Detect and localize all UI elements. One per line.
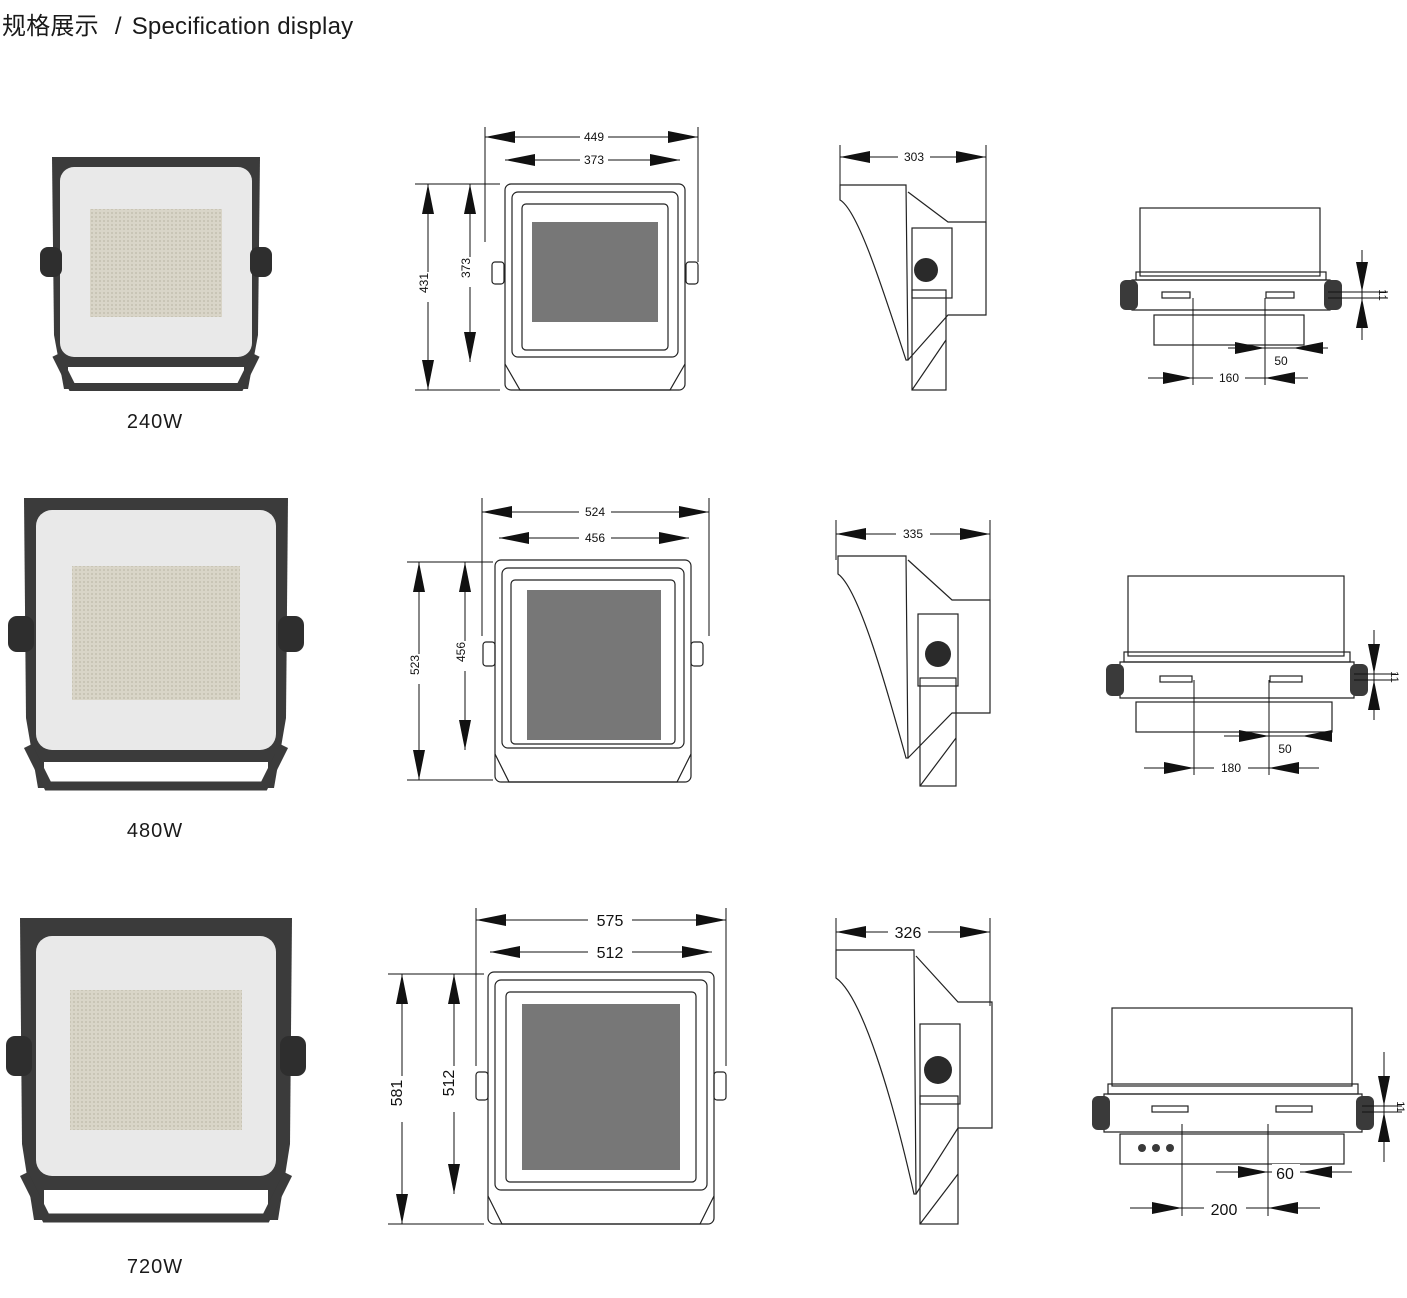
- dim-spacing-480w: 180: [1221, 761, 1241, 775]
- dim-offset-b-480w: 50: [1278, 742, 1292, 756]
- dim-spacing-720w: 200: [1211, 1202, 1238, 1219]
- dim-offset-a-240w: 11: [1376, 289, 1388, 300]
- dim-inner-height-720w: 512: [441, 1070, 458, 1097]
- dim-inner-width-720w: 512: [597, 945, 624, 962]
- spec-row-240w: 240W 449 373 431 373 303: [0, 0, 1407, 440]
- bottom-view-240w: 160 50 11: [1120, 207, 1388, 385]
- dim-depth-240w: 303: [904, 150, 924, 164]
- dim-offset-a-720w: 11: [1394, 1101, 1406, 1112]
- dim-spacing-240w: 160: [1219, 371, 1239, 385]
- dim-offset-b-720w: 60: [1276, 1166, 1294, 1183]
- front-view-720w: 575 512 581 512: [388, 908, 727, 1225]
- dim-inner-height-480w: 456: [454, 642, 468, 662]
- page-title-en: Specification display: [131, 13, 354, 40]
- side-view-480w: 335: [835, 520, 991, 787]
- power-label-720w: 720W: [126, 1256, 184, 1278]
- side-view-720w: 326: [835, 918, 993, 1225]
- front-view-480w: 524 456 523 456: [407, 498, 710, 783]
- spec-row-720w: 720W 575 512 581 512 326: [0, 860, 1407, 1298]
- bottom-view-480w: 180 50 11: [1106, 575, 1400, 775]
- page-title: 规格展示 / Specification display: [2, 6, 353, 41]
- side-view-240w: 303: [839, 145, 987, 391]
- dim-depth-720w: 326: [895, 925, 922, 942]
- dim-outer-height-480w: 523: [408, 655, 422, 675]
- dim-depth-480w: 335: [903, 527, 923, 541]
- front-view-240w: 449 373 431 373: [415, 127, 699, 391]
- dim-inner-height-240w: 373: [459, 258, 473, 278]
- dim-offset-b-240w: 50: [1274, 354, 1288, 368]
- page-title-separator: /: [114, 13, 122, 40]
- page-title-cn: 规格展示: [2, 13, 99, 40]
- product-photo-720w: [6, 918, 306, 1223]
- dim-outer-width-240w: 449: [584, 130, 604, 144]
- power-label-480w: 480W: [126, 820, 184, 842]
- dim-inner-width-240w: 373: [584, 153, 604, 167]
- dim-offset-a-480w: 11: [1388, 671, 1400, 682]
- dim-inner-width-480w: 456: [585, 531, 605, 545]
- dim-outer-height-720w: 581: [389, 1080, 406, 1107]
- product-photo-240w: [40, 157, 272, 391]
- dim-outer-width-480w: 524: [585, 505, 605, 519]
- product-photo-480w: [8, 498, 304, 791]
- power-label-240w: 240W: [126, 411, 184, 433]
- dim-outer-width-720w: 575: [597, 913, 624, 930]
- bottom-view-720w: 200 60 11: [1092, 1007, 1406, 1219]
- dim-outer-height-240w: 431: [417, 273, 431, 293]
- spec-row-480w: 480W 524 456 523 456 335: [0, 440, 1407, 860]
